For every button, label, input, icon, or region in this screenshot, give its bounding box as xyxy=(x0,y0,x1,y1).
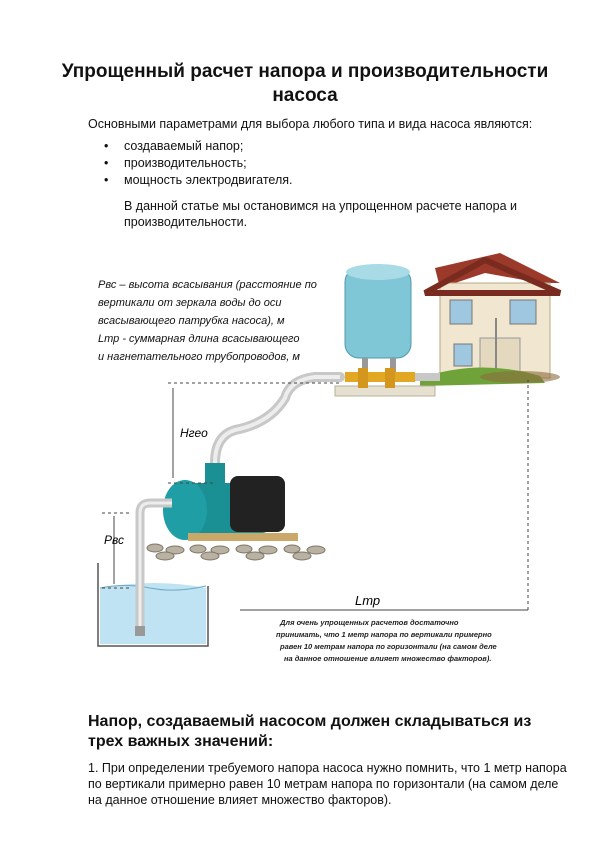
note-text: Для очень упрощенных расчетов достаточно… xyxy=(276,618,497,663)
pressure-tank xyxy=(334,264,436,397)
intro-text: Основными параметрами для выбора любого … xyxy=(88,117,533,131)
label-ltr: Lтр xyxy=(355,593,380,608)
note-line: Для очень упрощенных расчетов достаточно xyxy=(279,618,459,627)
list-item: создаваемый напор; xyxy=(104,138,293,155)
section-heading: Напор, создаваемый насосом должен склады… xyxy=(88,713,532,750)
house-illustration xyxy=(423,253,562,379)
parameter-list: создаваемый напор; производительность; м… xyxy=(104,138,293,189)
page-title: Упрощенный расчет напора и производитель… xyxy=(61,61,549,106)
stone-base xyxy=(146,543,326,561)
legend-line: и нагнетательного трубопроводов, м xyxy=(98,351,300,363)
list-item: производительность; xyxy=(104,155,293,172)
label-hgeo: Нгео xyxy=(180,426,208,440)
list-item: мощность электродвигателя. xyxy=(104,172,293,189)
water-well xyxy=(97,563,209,647)
point-1-text: 1. При определении требуемого напора нас… xyxy=(88,761,567,807)
legend-line: всасывающего патрубка насоса), м xyxy=(98,315,285,327)
scope-paragraph: В данной статье мы остановимся на упроще… xyxy=(124,199,517,229)
legend-line: Lтр - суммарная длина всасывающего xyxy=(98,333,299,345)
legend-line: вертикали от зеркала воды до оси xyxy=(98,297,282,309)
dimension-lines xyxy=(102,380,529,611)
note-line: принимать, что 1 метр напора по вертикал… xyxy=(276,630,492,639)
pump-illustration xyxy=(163,463,298,541)
legend-text: Рвс – высота всасывания (расстояние по в… xyxy=(98,279,317,363)
label-pvs: Рвс xyxy=(104,533,124,547)
note-line: на данное отношение влияет множество фак… xyxy=(284,654,491,663)
pump-diagram: Рвс – высота всасывания (расстояние по в… xyxy=(97,253,562,663)
legend-line: Рвс – высота всасывания (расстояние по xyxy=(98,279,317,291)
note-line: равен 10 метрам напора по горизонтали (н… xyxy=(279,642,497,651)
